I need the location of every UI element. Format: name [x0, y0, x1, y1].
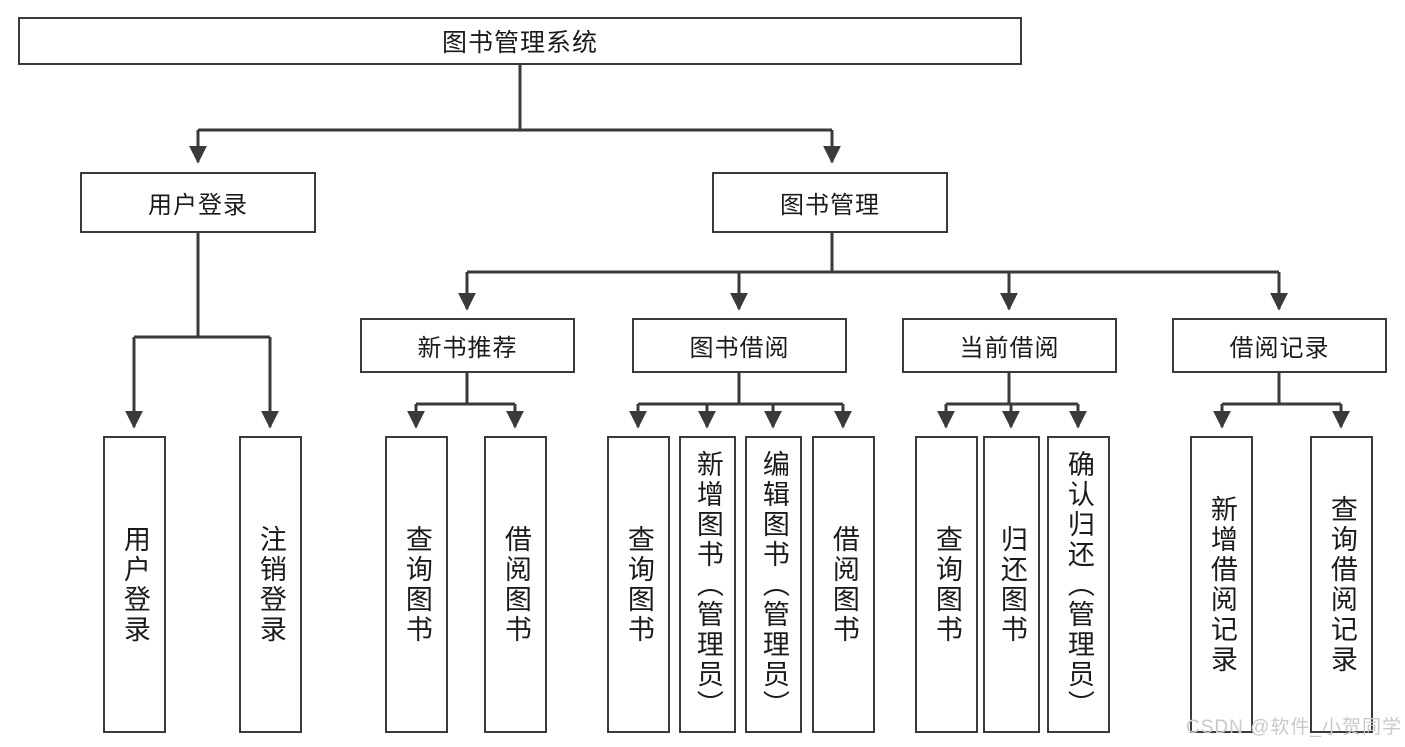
node-label: 借阅图书 [828, 524, 859, 645]
node-label: 新增借阅记录 [1206, 494, 1237, 675]
node-book-management[interactable]: 图书管理 [712, 172, 948, 233]
node-label: 图书借阅 [689, 335, 790, 362]
node-new-book-recommend[interactable]: 新书推荐 [360, 318, 575, 373]
leaf-query-borrow-record[interactable]: 查询借阅记录 [1310, 436, 1373, 733]
leaf-query-book-new[interactable]: 查询图书 [385, 436, 448, 733]
node-label: 注销登录 [255, 524, 286, 645]
leaf-return-book[interactable]: 归还图书 [983, 436, 1040, 733]
leaf-user-login[interactable]: 用户登录 [103, 436, 166, 733]
leaf-query-book-current[interactable]: 查询图书 [915, 436, 978, 733]
node-label: 新增图书（管理员） [692, 449, 723, 720]
node-label: 用户登录 [148, 192, 248, 219]
leaf-edit-book-admin[interactable]: 编辑图书（管理员） [745, 436, 802, 733]
node-root-system[interactable]: 图书管理系统 [18, 17, 1022, 65]
node-label: 借阅记录 [1229, 335, 1330, 362]
node-label: 借阅图书 [500, 524, 531, 645]
node-label: 编辑图书（管理员） [758, 449, 789, 720]
node-label: 查询图书 [623, 524, 654, 645]
node-label: 查询借阅记录 [1326, 494, 1357, 675]
leaf-borrow-book[interactable]: 借阅图书 [812, 436, 875, 733]
leaf-add-book-admin[interactable]: 新增图书（管理员） [679, 436, 736, 733]
leaf-query-book-borrow[interactable]: 查询图书 [607, 436, 670, 733]
node-label: 图书管理系统 [441, 29, 598, 57]
leaf-borrow-book-new[interactable]: 借阅图书 [484, 436, 547, 733]
leaf-confirm-return-admin[interactable]: 确认归还（管理员） [1047, 436, 1110, 733]
node-label: 用户登录 [119, 524, 150, 645]
node-label: 查询图书 [401, 524, 432, 645]
node-label: 图书管理 [780, 192, 880, 219]
node-book-borrow[interactable]: 图书借阅 [632, 318, 847, 373]
node-label: 归还图书 [996, 524, 1027, 645]
leaf-add-borrow-record[interactable]: 新增借阅记录 [1190, 436, 1253, 733]
leaf-logout[interactable]: 注销登录 [239, 436, 302, 733]
node-current-borrow[interactable]: 当前借阅 [902, 318, 1117, 373]
node-label: 新书推荐 [417, 335, 518, 362]
node-user-login[interactable]: 用户登录 [80, 172, 316, 233]
node-label: 确认归还（管理员） [1063, 449, 1094, 720]
node-borrow-record[interactable]: 借阅记录 [1172, 318, 1387, 373]
node-label: 当前借阅 [959, 335, 1060, 362]
node-label: 查询图书 [931, 524, 962, 645]
